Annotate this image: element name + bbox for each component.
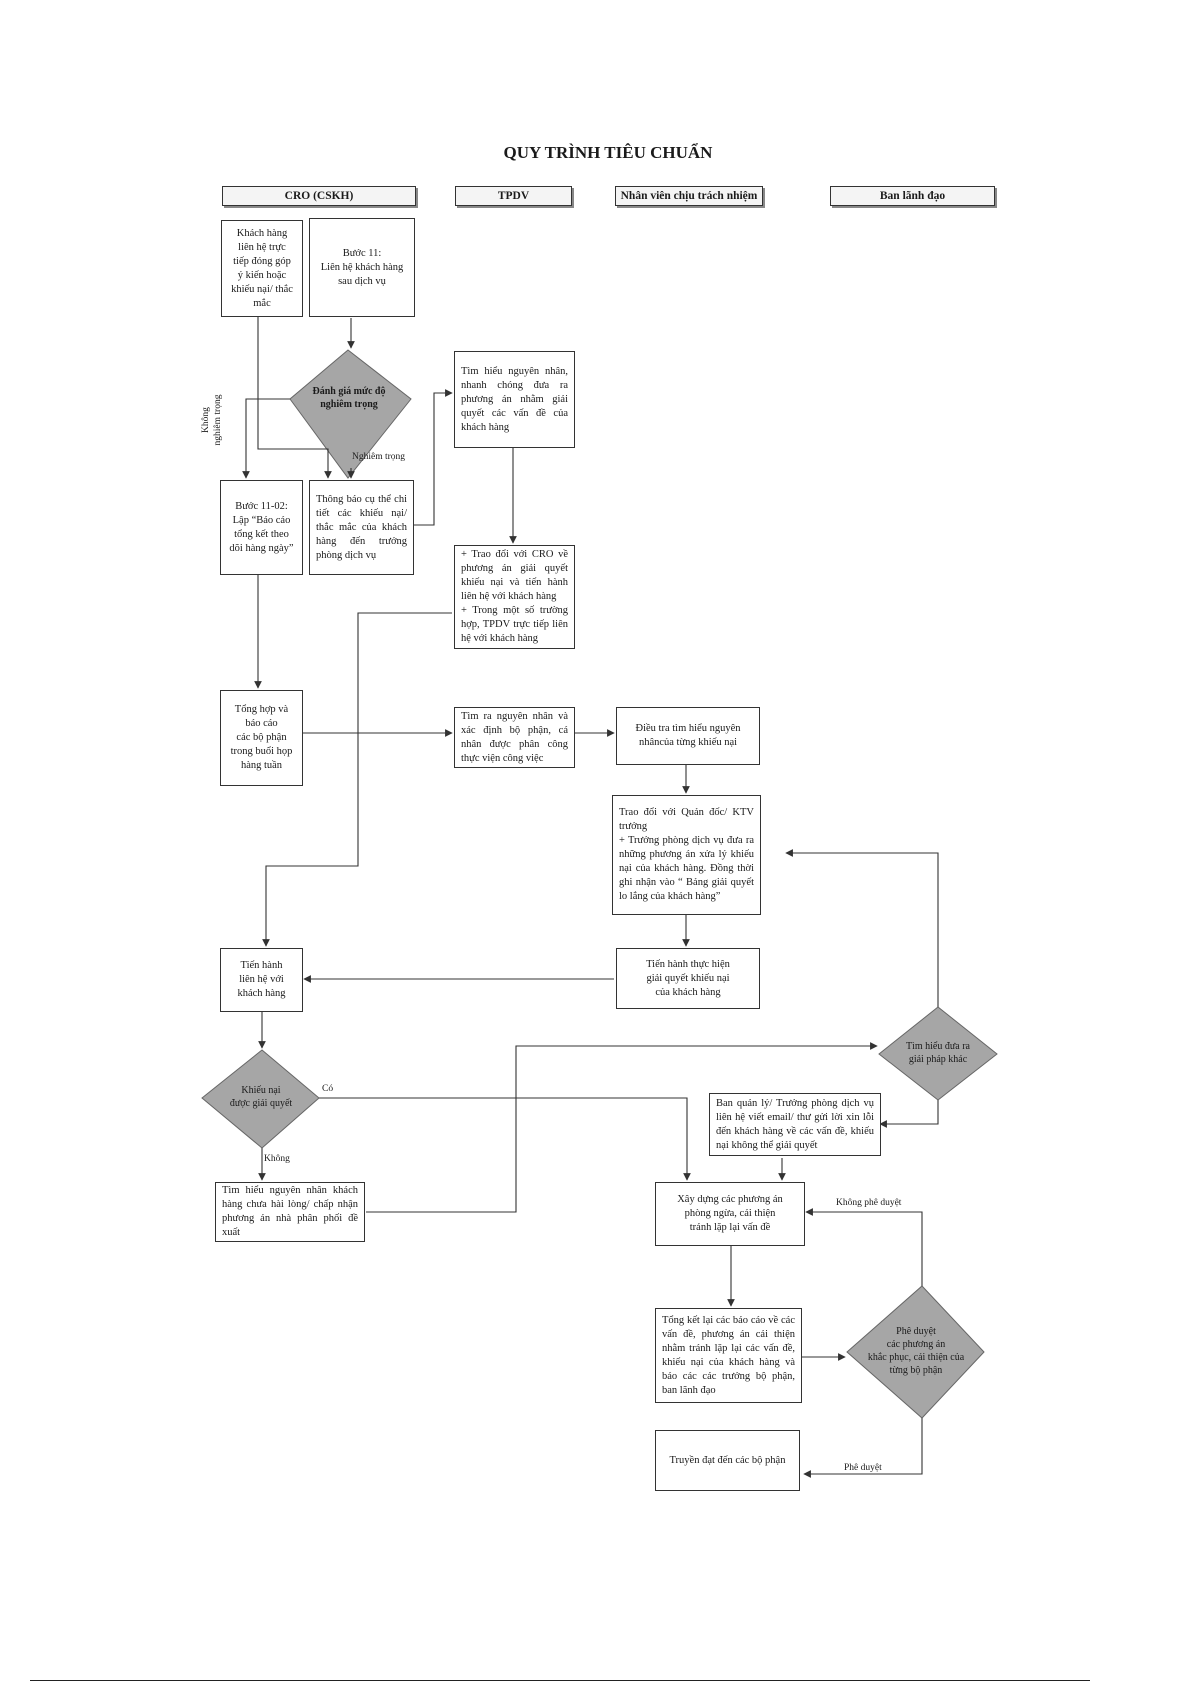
decision-severity-label: Đánh giá mức độ nghiêm trọng bbox=[312, 386, 386, 410]
box-dissatisfied-cause: Tìm hiểu nguyên nhân khách hàng chưa hài… bbox=[215, 1182, 365, 1242]
box-contact-customer: Tiến hành liên hệ với khách hàng bbox=[220, 948, 303, 1012]
box-communicate-departments: Truyền đạt đến các bộ phận bbox=[655, 1430, 800, 1491]
decision-approve-label: Phê duyệt các phương án khắc phục, cải t… bbox=[867, 1326, 965, 1376]
box-summary-report: Tổng kết lại các báo cáo về các vấn đề, … bbox=[655, 1308, 802, 1403]
edge-label-approved: Phê duyệt bbox=[844, 1463, 882, 1473]
edge-label-no: Không bbox=[264, 1154, 290, 1164]
box-customer-contact: Khách hàng liên hệ trực tiếp đóng góp ý … bbox=[221, 220, 303, 317]
edge-label-not-serious: Không nghiêm trọng bbox=[201, 394, 223, 446]
page-bottom-rule bbox=[30, 1680, 1090, 1681]
box-investigate-cause: Điều tra tìm hiểu nguyên nhâncủa từng kh… bbox=[616, 707, 760, 765]
edge-label-yes: Có bbox=[322, 1084, 334, 1094]
lane-header-tpdv: TPDV bbox=[455, 186, 572, 206]
connector-lines bbox=[242, 317, 939, 1478]
box-step-11: Bước 11: Liên hệ khách hàng sau dịch vụ bbox=[309, 218, 415, 317]
box-notify-service-head: Thông báo cụ thể chi tiết các khiếu nại/… bbox=[309, 480, 414, 575]
box-step-11-02: Bước 11-02: Lập “Báo cáo tổng kết theo d… bbox=[220, 480, 303, 575]
box-discuss-with-foreman: Trao đổi với Quản đốc/ KTV trưởng + Trưở… bbox=[612, 795, 761, 915]
box-apology-letter: Ban quản lý/ Trưởng phòng dịch vụ liên h… bbox=[709, 1093, 881, 1156]
edge-label-not-approved: Không phê duyệt bbox=[836, 1198, 902, 1208]
decision-other-solution-label: Tìm hiểu đưa ra giải pháp khác bbox=[905, 1041, 970, 1065]
box-identify-department: Tìm ra nguyên nhân và xác định bộ phận, … bbox=[454, 707, 575, 768]
lane-header-staff: Nhân viên chịu trách nhiệm bbox=[615, 186, 763, 206]
box-weekly-summary: Tổng hợp và báo cáo các bộ phận trong bu… bbox=[220, 690, 303, 786]
box-find-cause: Tìm hiểu nguyên nhân, nhanh chóng đưa ra… bbox=[454, 351, 575, 448]
edge-label-serious: Nghiêm trọng bbox=[352, 452, 406, 462]
box-discuss-with-cro: + Trao đổi với CRO về phương án giải quy… bbox=[454, 545, 575, 649]
page-title: QUY TRÌNH TIÊU CHUẨN bbox=[503, 143, 713, 162]
decision-resolved-label: Khiếu nại được giải quyết bbox=[229, 1085, 293, 1109]
lane-header-cro: CRO (CSKH) bbox=[222, 186, 416, 206]
box-execute-resolution: Tiến hành thực hiện giải quyết khiếu nại… bbox=[616, 948, 760, 1009]
lane-header-leadership: Ban lãnh đạo bbox=[830, 186, 995, 206]
box-prevention-plans: Xây dựng các phương án phòng ngừa, cải t… bbox=[655, 1182, 805, 1246]
